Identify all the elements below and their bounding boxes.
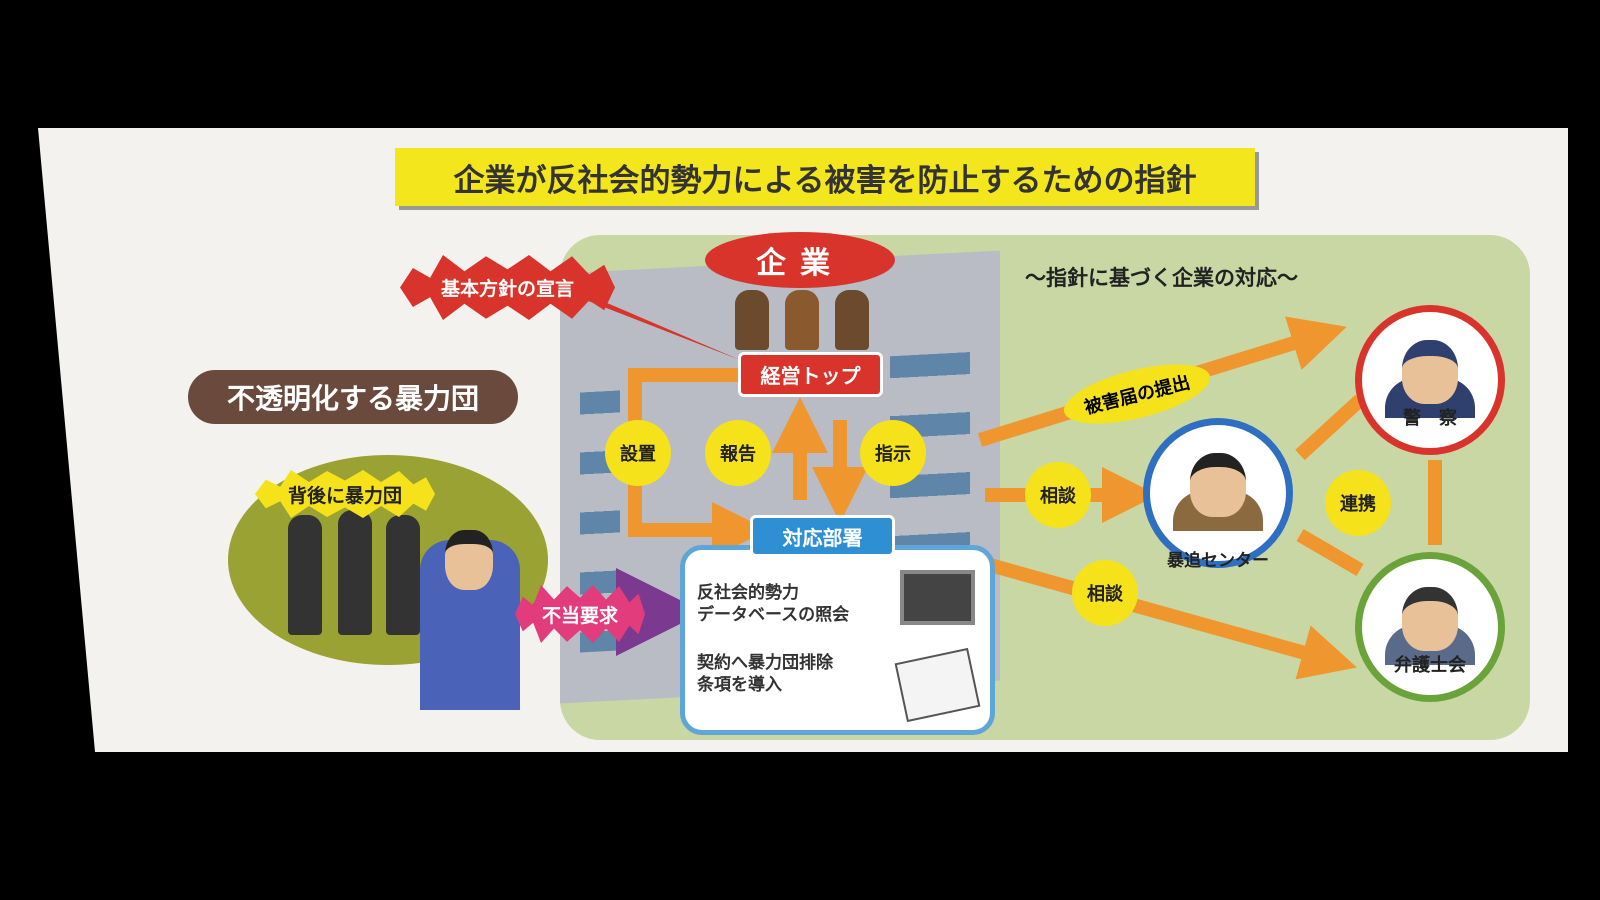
center-node: 暴追センター — [1143, 418, 1293, 571]
consult-label-center: 相談 — [1025, 462, 1091, 528]
top-management-label: 経営トップ — [738, 352, 883, 397]
silhouette-icon — [386, 515, 420, 635]
measure-line: 契約へ暴力団排除 — [697, 653, 833, 673]
company-label: 企業 — [705, 232, 895, 288]
opaque-yakuza-heading: 不透明化する暴力団 — [188, 370, 518, 424]
measure-line: 反社会的勢力 — [697, 583, 799, 603]
install-label: 設置 — [605, 420, 671, 486]
page-title: 企業が反社会的勢力による被害を防止するための指針 — [395, 148, 1255, 206]
police-label: 警 察 — [1403, 408, 1457, 429]
response-heading: ～指針に基づく企業の対応～ — [1025, 266, 1298, 290]
report-label: 報告 — [705, 420, 771, 486]
arrow-consult-bar — [988, 558, 1357, 680]
yakuza-man-icon — [420, 530, 520, 710]
bar-association-node: 弁護士会 — [1355, 552, 1505, 702]
instruct-label: 指示 — [860, 420, 926, 486]
measure-line: 条項を導入 — [697, 675, 782, 695]
silhouette-icon — [288, 515, 322, 635]
executives-icon — [730, 290, 880, 352]
response-department-label: 対応部署 — [750, 515, 895, 557]
arrow-center-bar — [1296, 528, 1364, 577]
consult-label-bar: 相談 — [1072, 560, 1138, 626]
police-node: 警 察 — [1355, 305, 1505, 455]
document-icon — [894, 647, 981, 723]
measures-box: 反社会的勢力 データベースの照会 契約へ暴力団排除 条項を導入 — [680, 545, 995, 735]
cooperation-label: 連携 — [1325, 470, 1391, 536]
arrow-center-police — [1295, 394, 1365, 461]
measure-line: データベースの照会 — [697, 605, 850, 625]
bar-association-label: 弁護士会 — [1394, 655, 1466, 676]
center-label: 暴追センター — [1167, 551, 1269, 571]
silhouette-icon — [338, 510, 372, 635]
computer-icon — [900, 570, 975, 625]
